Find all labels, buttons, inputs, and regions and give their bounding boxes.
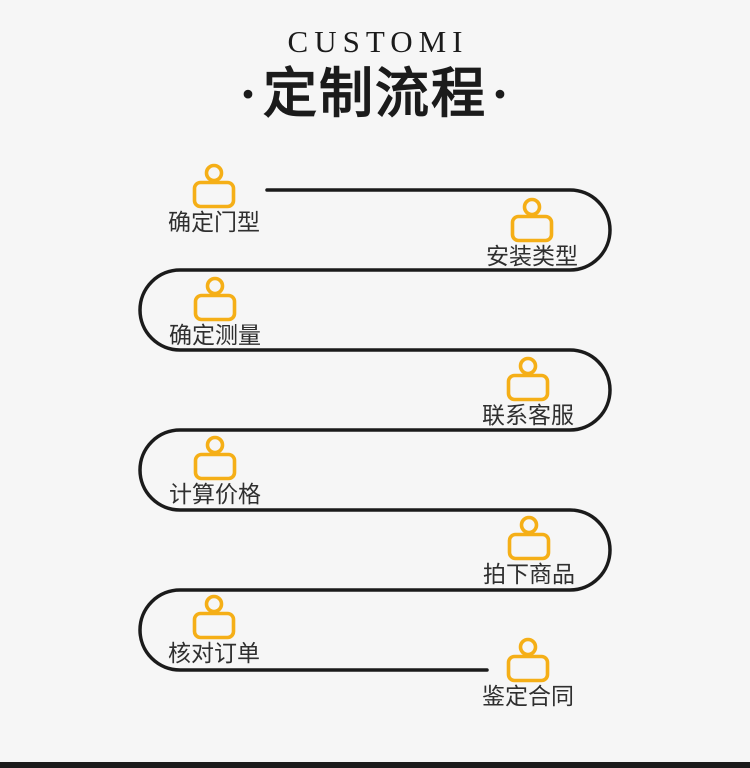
step-label: 安装类型 — [486, 244, 578, 269]
process-step-6: 拍下商品 — [469, 515, 589, 587]
user-icon — [192, 163, 236, 209]
user-icon — [510, 197, 554, 243]
left-decor-dot: · — [238, 64, 259, 124]
user-icon — [193, 435, 237, 481]
section-title-cn-text: 定制流程 — [263, 64, 487, 124]
process-flow-line — [138, 188, 612, 672]
step-label: 拍下商品 — [483, 562, 575, 587]
step-label: 核对订单 — [168, 641, 260, 666]
step-label: 联系客服 — [482, 403, 574, 428]
right-decor-dot: · — [491, 64, 512, 124]
section-header: CUSTOMI ·定制流程· — [0, 0, 750, 122]
section-title-en: CUSTOMI — [287, 24, 469, 59]
user-icon — [193, 276, 237, 322]
process-step-3: 确定测量 — [155, 276, 275, 348]
step-label: 鉴定合同 — [482, 684, 574, 709]
bottom-divider — [0, 762, 750, 768]
user-icon — [506, 637, 550, 683]
user-icon — [506, 356, 550, 402]
step-label: 确定测量 — [169, 323, 261, 348]
user-icon — [507, 515, 551, 561]
process-step-2: 安装类型 — [472, 197, 592, 269]
process-step-7: 核对订单 — [154, 594, 274, 666]
process-step-4: 联系客服 — [468, 356, 588, 428]
step-label: 计算价格 — [169, 482, 261, 507]
process-step-1: 确定门型 — [154, 163, 274, 235]
process-step-5: 计算价格 — [155, 435, 275, 507]
user-icon — [192, 594, 236, 640]
section-title-cn: ·定制流程· — [0, 66, 750, 122]
step-label: 确定门型 — [168, 210, 260, 235]
process-step-8: 鉴定合同 — [468, 637, 588, 709]
